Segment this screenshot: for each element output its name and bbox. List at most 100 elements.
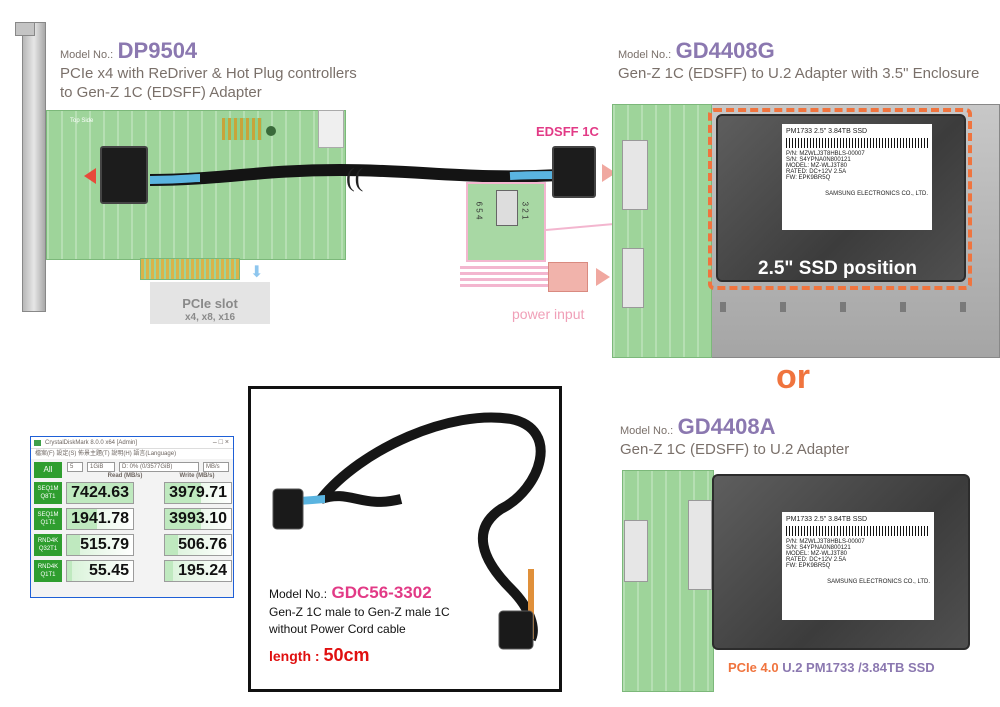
- cdm-write-bar: [165, 561, 173, 581]
- gd4408a-ssd-label: U.2 PM1733 /3.84TB SSD: [782, 660, 935, 675]
- ssd-sticker-line-3: RATED: DC+12V 2.5A: [786, 169, 847, 175]
- cdm-toolbar: All 5 1GiB D: 0% (0/3577GiB) MB/s Read (…: [31, 459, 233, 481]
- cable-sheath: [149, 163, 561, 186]
- cdm-write-bar: [165, 509, 202, 529]
- cdm-row-label-1: SEQ1M: [37, 486, 59, 492]
- dp9504-edsff-connector: [100, 146, 148, 204]
- bracket-tab: [15, 22, 35, 36]
- down-arrow-icon: ⬇: [250, 264, 264, 281]
- gd4408g-model-prefix: Model No.:: [618, 49, 672, 61]
- gd4408a-desc: Gen-Z 1C (EDSFF) to U.2 Adapter: [620, 441, 850, 458]
- ssd-sticker-line-2: MODEL: MZ-WLJ3T80: [786, 163, 848, 169]
- pci-bracket: [22, 22, 46, 312]
- cdm-window-controls[interactable]: – □ ×: [212, 439, 229, 446]
- ssd-sticker-line-2-2: MODEL: MZ-WLJ3T80: [786, 551, 848, 557]
- dp9504-model-prefix: Model No.:: [60, 49, 114, 61]
- cdm-write-value: 3993.10: [169, 510, 227, 527]
- ssd-sticker-line-4: FW: EPK9BR5Q: [786, 175, 831, 181]
- cdm-write-bar: [165, 535, 179, 555]
- cdm-all-button[interactable]: All: [34, 462, 62, 478]
- gd4408g-model-line: Model No.: GD4408G: [618, 38, 775, 64]
- ssd-position-outline: [708, 108, 972, 290]
- jumper-pointer-line: [546, 223, 615, 231]
- cdm-menu-0[interactable]: 檔案(F): [35, 451, 55, 457]
- cdm-write-value: 3979.71: [169, 484, 227, 501]
- gd4408a-edsff-slot: [624, 520, 648, 582]
- dp9504-board: [46, 110, 346, 260]
- cdm-menu-3[interactable]: 說明(H): [111, 451, 132, 457]
- cdm-unit-select[interactable]: MB/s: [203, 462, 229, 472]
- cdm-read-bar: [67, 483, 133, 503]
- gd4408a-model: GD4408A: [677, 414, 776, 439]
- cdm-size-select[interactable]: 1GiB: [87, 462, 115, 472]
- pcie-slot-title: PCIe slot: [182, 296, 238, 311]
- gd4408g-model: GD4408G: [675, 38, 775, 63]
- cdm-menu-4[interactable]: 語言(Language): [133, 451, 177, 457]
- dp9504-desc-line1: PCIe x4 with ReDriver & Hot Plug control…: [60, 65, 357, 82]
- ssd-sticker-maker-2: SAMSUNG ELECTRONICS CO., LTD.: [827, 579, 930, 585]
- cdm-row-test-button[interactable]: SEQ1M Q1T1: [34, 508, 62, 530]
- cdm-write-value: 195.24: [178, 562, 227, 579]
- cable-loop: [317, 412, 546, 642]
- ssd-sticker-line-4-2: FW: EPK9BR5Q: [786, 563, 831, 569]
- cdm-row-label-2: Q1T1: [40, 520, 56, 526]
- cdm-write-bar: [165, 483, 202, 503]
- cdm-row-label-2: Q1T1: [40, 572, 56, 578]
- cdm-write-cell: 3993.10: [164, 508, 232, 530]
- cdm-read-value: 55.45: [88, 562, 129, 579]
- cdm-read-bar: [67, 561, 73, 581]
- cable-loop-left: [319, 491, 403, 507]
- cdm-drive-select[interactable]: D: 0% (0/3577GiB): [119, 462, 199, 472]
- cdm-titlebar: CrystalDiskMark 8.0.0 x64 [Admin] – □ ×: [31, 437, 233, 449]
- ssd-sticker-line-3-2: RATED: DC+12V 2.5A: [786, 557, 847, 563]
- ssd-sticker-line-0: P/N: MZWLJ3T8HBLS-00007: [786, 151, 865, 157]
- cdm-row-label-2: Q32T1: [38, 546, 58, 552]
- gdc56-cable-image: [272, 412, 546, 650]
- jumper-pins-right: 3 2 1: [520, 201, 530, 220]
- cdm-write-cell: 195.24: [164, 560, 232, 582]
- cdm-title: CrystalDiskMark 8.0.0 x64 [Admin]: [45, 440, 138, 446]
- cable-model-line: Model No.: GDC56-3302: [269, 583, 432, 603]
- pcie-slot-sub: x4, x8, x16: [184, 312, 236, 323]
- dp9504-chip: [266, 126, 276, 136]
- crystaldiskmark-window: CrystalDiskMark 8.0.0 x64 [Admin] – □ × …: [30, 436, 234, 598]
- cdm-read-cell: 7424.63: [66, 482, 134, 504]
- gd4408a-ssd-sticker: PM1733 2.5" 3.84TB SSD P/N: MZWLJ3T8HBLS…: [782, 512, 934, 620]
- cdm-read-cell: 1941.78: [66, 508, 134, 530]
- gd4408a-ssd-caption: PCIe 4.0 U.2 PM1733 /3.84TB SSD: [728, 660, 935, 675]
- gd4408g-desc: Gen-Z 1C (EDSFF) to U.2 Adapter with 3.5…: [618, 65, 980, 82]
- cable-model-prefix: Model No.:: [269, 587, 328, 601]
- cable-connector-top: [272, 488, 304, 530]
- gd4408a-u2-connector: [688, 500, 712, 590]
- cable-length-line: length : 50cm: [269, 645, 369, 666]
- cable-connector-bottom: [498, 610, 534, 650]
- dp9504-board-text: Top Side: [70, 118, 94, 124]
- gd4408g-u2-connector-front: [622, 248, 644, 308]
- cdm-read-header: Read (MB/s): [107, 473, 143, 479]
- cdm-row-label-1: SEQ1M: [37, 512, 59, 518]
- cdm-app-icon: [34, 440, 41, 446]
- cdm-read-value: 515.79: [80, 536, 129, 553]
- power-input-label: power input: [512, 306, 585, 322]
- gd4408g-ssd-sticker: PM1733 2.5" 3.84TB SSD P/N: MZWLJ3T8HBLS…: [782, 124, 932, 230]
- ssd-sticker-title: PM1733 2.5" 3.84TB SSD: [786, 128, 868, 135]
- cdm-menu-2[interactable]: 佈景主題(T): [78, 451, 110, 457]
- dp9504-model-line: Model No.: DP9504: [60, 38, 197, 64]
- cdm-count-select[interactable]: 5: [67, 462, 83, 472]
- cdm-menu-1[interactable]: 設定(S): [56, 451, 77, 457]
- power-cable: [460, 266, 556, 288]
- enclosure-screw-holes: [720, 302, 990, 312]
- gd4408g-cable-connector: [552, 146, 596, 198]
- cdm-read-value: 7424.63: [71, 484, 129, 501]
- jumper-block: [496, 190, 518, 226]
- ssd-sticker-maker: SAMSUNG ELECTRONICS CO., LTD.: [825, 191, 928, 197]
- dp9504-model: DP9504: [117, 38, 198, 63]
- cdm-read-cell: 515.79: [66, 534, 134, 556]
- cable-desc-line1: Gen-Z 1C male to Gen-Z male 1C: [269, 605, 450, 619]
- cdm-write-header: Write (MB/s): [179, 473, 215, 479]
